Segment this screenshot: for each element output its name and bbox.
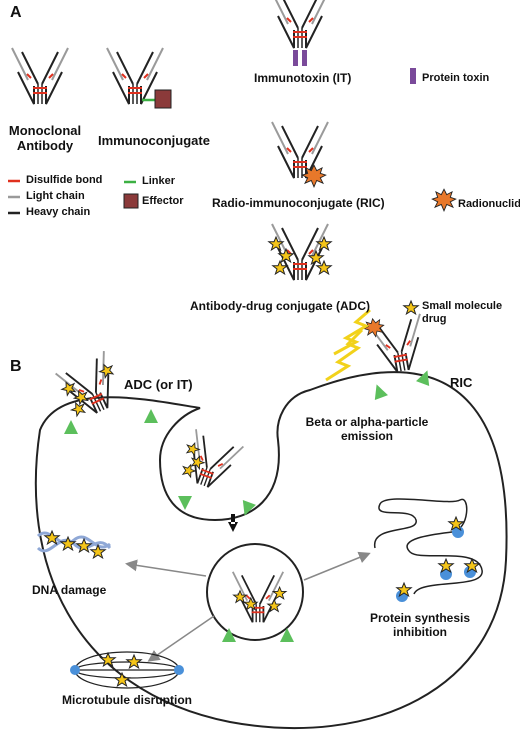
arrow-to-dna: [125, 559, 207, 577]
receptor-1: [64, 420, 78, 434]
monoclonal-label: Monoclonal Antibody: [8, 123, 82, 153]
legend-effector-label: Effector: [142, 195, 184, 207]
endosome-receptor-2: [280, 628, 294, 642]
endosome-receptor-1: [222, 628, 236, 642]
radionuclide-legend-icon: [431, 188, 457, 212]
radionuclide-label: Radionuclide: [458, 198, 520, 210]
adc-glyph: [268, 223, 332, 281]
receptor-5: [178, 496, 192, 510]
legend-linker-label: Linker: [142, 175, 176, 187]
emission-label: Beta or alpha-particle emission: [305, 415, 429, 443]
protein-toxin-label: Protein toxin: [422, 72, 490, 84]
immunoconjugate-glyph: [106, 47, 172, 109]
emission-ray-1: [333, 308, 371, 356]
arrow-to-ribosome: [303, 551, 371, 581]
endosome: [206, 543, 304, 641]
adc-label: Antibody-drug conjugate (ADC): [190, 299, 370, 313]
protein-synthesis-label: Protein synthesis inhibition: [369, 611, 471, 639]
legend-effector-swatch: [123, 193, 139, 209]
small-molecule-label: Small molecule drug: [422, 300, 503, 325]
legend-light-label: Light chain: [26, 190, 85, 202]
microtubule-spindle-icon: [70, 651, 184, 689]
receptor-3: [374, 384, 388, 400]
receptor-2: [144, 409, 158, 423]
panel-a-letter: A: [10, 4, 22, 21]
adc-endocytosing: [177, 428, 245, 495]
arrow-to-microtubule: [147, 615, 215, 662]
panel-b: [34, 308, 508, 730]
ric-glyph: [271, 121, 329, 188]
legend-heavy-label: Heavy chain: [26, 206, 91, 218]
panel-a: [8, 0, 457, 315]
ric-label: Radio-immunoconjugate (RIC): [212, 196, 385, 210]
adc-it-label: ADC (or IT): [124, 377, 193, 392]
receptor-6: [242, 500, 256, 516]
microtubule-label: Microtubule disruption: [62, 693, 192, 707]
internalization-arrow: [228, 514, 238, 532]
immunotoxin-glyph: [271, 0, 329, 66]
small-molecule-legend-icon: [403, 300, 419, 315]
panel-b-letter: B: [10, 358, 22, 375]
legend-disulfide-label: Disulfide bond: [26, 174, 103, 186]
monoclonal-antibody-glyph: [11, 47, 69, 105]
immunotoxin-label: Immunotoxin (IT): [254, 71, 352, 85]
dna-damage-label: DNA damage: [32, 583, 107, 597]
protein-toxin-legend-swatch: [410, 68, 416, 84]
emission-ray-2: [325, 328, 364, 382]
ric-cell-label: RIC: [450, 375, 473, 390]
ribosome-mrna-icon: [374, 498, 483, 602]
immunoconjugate-label: Immunoconjugate: [98, 133, 210, 148]
receptor-4: [416, 370, 430, 386]
dna-helix-icon: [36, 530, 112, 559]
ric-extracellular: [362, 312, 431, 377]
